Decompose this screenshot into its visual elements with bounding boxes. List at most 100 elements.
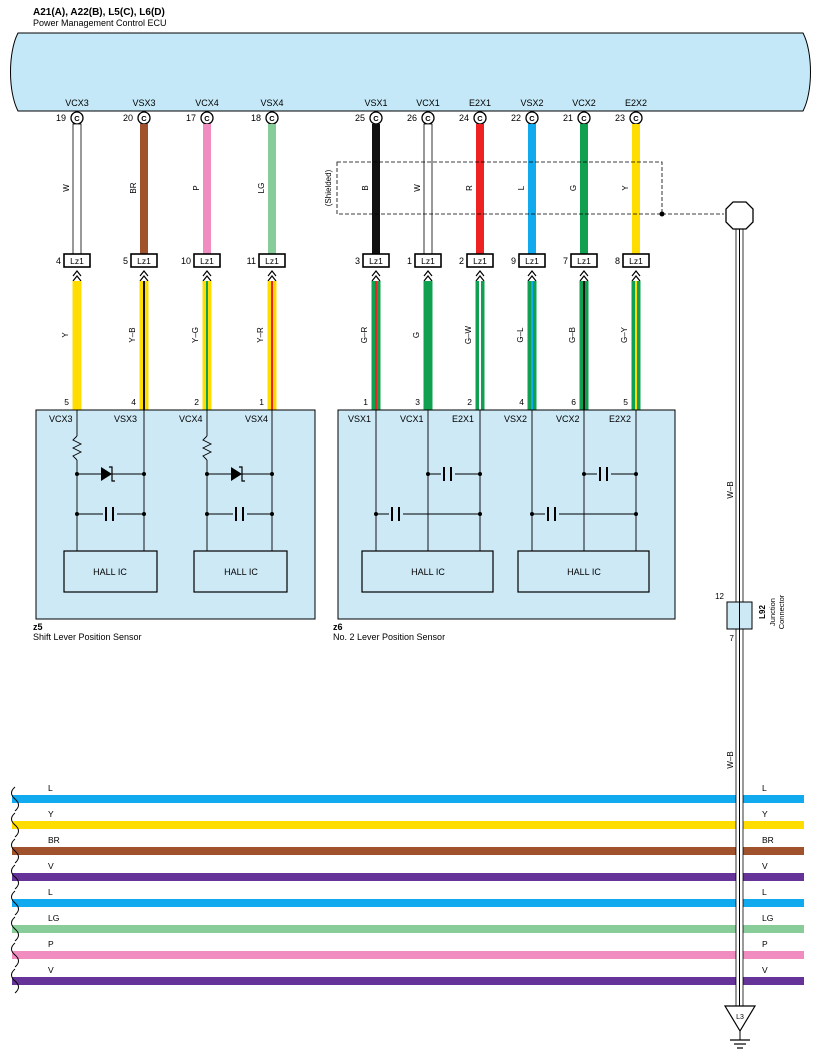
sensor-shift-lever: VCX3 VSX3 VCX4 VSX4 — [35, 409, 316, 620]
upper-wire-5: B — [361, 124, 380, 254]
wire-stripe — [635, 281, 637, 410]
lz1-chevron — [423, 270, 433, 277]
wire-stripe — [271, 281, 273, 410]
hall-ic-label-3: HALL IC — [411, 567, 445, 577]
wire-body — [140, 124, 148, 254]
wire-stripe — [206, 281, 208, 410]
ecu-pin-name: VCX4 — [195, 98, 219, 108]
sensor-box — [35, 409, 316, 620]
lower-wire-5: G–R1 — [360, 281, 381, 410]
lz1-chevron — [267, 275, 277, 282]
ecu-connector-letter: C — [529, 114, 535, 123]
zener-diode-1 — [101, 466, 115, 482]
bus-wire — [12, 847, 804, 855]
wire-color-label: G–W — [464, 325, 473, 344]
lz1-chevron — [527, 275, 537, 282]
lz1-chevron — [139, 275, 149, 282]
ecu-pin-name: E2X2 — [625, 98, 647, 108]
lz1-label: Lz1 — [525, 256, 539, 266]
ecu-pin-name: VSX4 — [260, 98, 283, 108]
wire-color-label: G–R — [360, 327, 369, 344]
lz1-chevron — [579, 270, 589, 277]
shielded-label: (Shielded) — [324, 169, 333, 206]
bus-break-mark — [11, 838, 19, 864]
ecu-connector-letter: C — [477, 114, 483, 123]
wire-stripe — [479, 281, 481, 410]
upper-wire-7: R — [465, 124, 484, 254]
wire-body — [580, 124, 588, 254]
sensor-pin-number: 4 — [131, 397, 136, 407]
ecu-pin-number: 19 — [56, 113, 66, 123]
connector-list: A21(A), A22(B), L5(C), L6(D) — [33, 7, 165, 18]
sensor-pin-vsx4: VSX4 — [245, 414, 268, 424]
ecu-connector-letter: C — [373, 114, 379, 123]
bus-label-right: LG — [762, 913, 773, 923]
ecu-pin-name: VSX2 — [520, 98, 543, 108]
bus-wire — [12, 899, 804, 907]
ecu-connector-letter: C — [581, 114, 587, 123]
wire-body — [203, 124, 211, 254]
sensor1-name: Shift Lever Position Sensor — [33, 632, 142, 642]
bus-wire — [12, 925, 804, 933]
hall-ic-box-1 — [63, 550, 158, 593]
hall-ic-box-4 — [517, 550, 650, 593]
sensor-pin-number: 5 — [64, 397, 69, 407]
wire-color-label: L — [517, 185, 526, 190]
sensor-pin-number: 3 — [415, 397, 420, 407]
bus-label-right: Y — [762, 809, 768, 819]
bus-label-right: V — [762, 965, 768, 975]
ground-triangle — [723, 1005, 757, 1033]
junction-code: L92 — [758, 605, 767, 619]
upper-wire-6: W — [413, 123, 433, 255]
sensor-pin-number: 2 — [194, 397, 199, 407]
wire-body — [268, 124, 276, 254]
upper-wire-8: L — [517, 124, 536, 254]
bus-label-left: L — [48, 887, 53, 897]
capacitor-2 — [233, 507, 247, 521]
lz1-box — [63, 253, 91, 268]
lz1-label: Lz1 — [577, 256, 591, 266]
upper-wire-1: W — [62, 123, 82, 255]
lz1-pin-number: 7 — [563, 256, 568, 266]
lz1-chevron — [202, 275, 212, 282]
ground-wire-label-upper: W–B — [726, 481, 735, 498]
hall-ic-label-2: HALL IC — [224, 567, 258, 577]
lz1-chevron — [475, 275, 485, 282]
junction-pin-top: 12 — [715, 592, 724, 601]
bus-label-right: L — [762, 887, 767, 897]
sensor-pin-vsx3: VSX3 — [114, 414, 137, 424]
lz1-label: Lz1 — [200, 256, 214, 266]
lz1-pin-number: 4 — [56, 256, 61, 266]
capacitor-1 — [103, 507, 117, 521]
ecu-connector-letter: C — [425, 114, 431, 123]
wire-color-label: G — [569, 185, 578, 191]
hall-ic-label-4: HALL IC — [567, 567, 601, 577]
bus-break-mark — [11, 968, 19, 994]
ecu-connector-letter: C — [204, 114, 210, 123]
bus-label-left: LG — [48, 913, 59, 923]
zener-diode-2 — [231, 466, 245, 482]
bus-label-left: P — [48, 939, 54, 949]
junction-name-1: Junction — [768, 598, 777, 626]
wire-color-label: W — [62, 184, 71, 192]
hall-ic-label-1: HALL IC — [93, 567, 127, 577]
lz1-chevron — [72, 270, 82, 277]
sensor-pin-number: 6 — [571, 397, 576, 407]
upper-wire-10: Y — [621, 124, 640, 254]
upper-wire-2: BR — [129, 124, 148, 254]
ecu-pin-name: VCX1 — [416, 98, 440, 108]
lz1-pin-number: 1 — [407, 256, 412, 266]
upper-wire-4: LG — [257, 124, 276, 254]
bus-label-left: V — [48, 965, 54, 975]
sensor-no2-lever: VSX1 VCX1 E2X1 VSX2 VCX2 E2X2 HALL IC HA… — [337, 409, 676, 620]
